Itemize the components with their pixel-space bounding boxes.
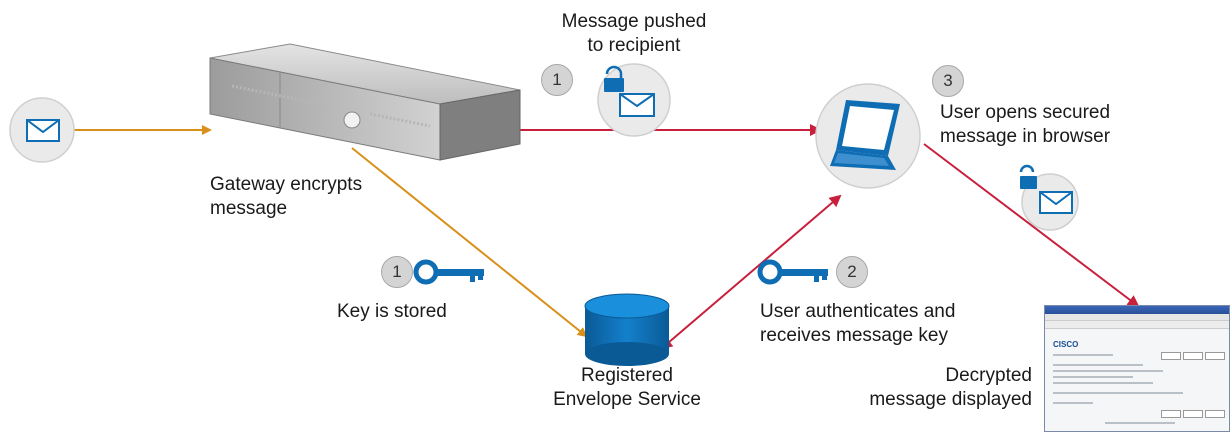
unlocked-message-icon [1019,164,1079,231]
arrow-keystore-laptop [660,194,842,350]
label-key-stored: Key is stored [337,301,447,322]
locked-message-icon [597,63,671,137]
arrow-laptop-to-browser [923,143,1140,308]
label-gateway-encrypts: Gateway encrypts message [210,174,363,219]
label-registered-envelope: Registered Envelope Service [553,365,701,410]
step-badge-pushed: 1 [541,64,573,96]
sender-envelope-icon [9,97,75,163]
step-badge-auth: 2 [836,256,868,288]
label-user-authenticates: User authenticates and receives message … [760,301,956,346]
key-icon-stored [413,259,484,285]
key-icon-authenticate [757,259,828,285]
label-message-pushed: Message pushed to recipient [561,11,707,56]
gateway-server-icon [209,43,521,161]
cisco-logo: CISCO [1053,340,1079,349]
laptop-icon [815,83,921,189]
label-user-opens: User opens secured message in browser [940,102,1111,147]
step-badge-opens: 3 [932,65,964,97]
database-icon [584,293,670,366]
step-badge-key: 1 [381,256,413,288]
decrypted-message-screenshot: CISCO [1044,305,1230,432]
arrow-gateway-to-keystore [351,147,588,338]
label-decrypted: Decrypted message displayed [869,365,1032,410]
